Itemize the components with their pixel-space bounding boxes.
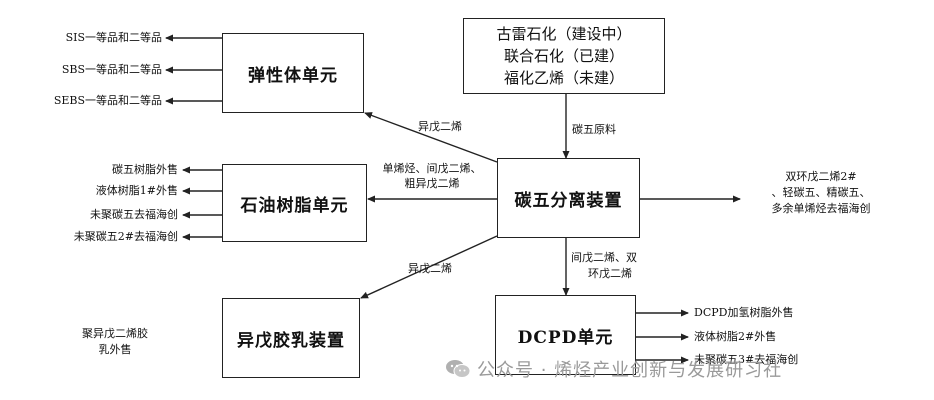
dcpd-output-1: DCPD加氢树脂外售 <box>694 306 794 319</box>
source-line-3: 福化乙烯（未建） <box>503 69 624 87</box>
elastomer-output-sis: SIS一等品和二等品 <box>65 31 162 44</box>
source-line-1: 古雷石化（建设中） <box>496 25 632 43</box>
watermark: 公众号 · 烯烃产业创新与发展研习社 <box>445 356 782 382</box>
c5-separation-title: 碳五分离装置 <box>514 190 623 211</box>
resin-output-3: 未聚碳五去福海创 <box>90 208 178 221</box>
dcpd-output-2: 液体树脂2#外售 <box>694 330 777 343</box>
watermark-text: 公众号 · 烯烃产业创新与发展研习社 <box>477 360 783 381</box>
elastomer-unit-box: 弹性体单元 <box>222 33 364 113</box>
feedstock-source-box: 古雷石化（建设中） 联合石化（已建） 福化乙烯（未建） <box>463 18 665 94</box>
resin-output-2: 液体树脂1#外售 <box>95 184 178 197</box>
wechat-icon <box>445 359 471 379</box>
elastomer-output-sbs: SBS一等品和二等品 <box>61 63 162 76</box>
resin-output-1: 碳五树脂外售 <box>112 163 178 176</box>
flow-label-c5-to-dcpd-1: 间戊二烯、双 <box>571 251 637 264</box>
dcpd-unit-box: DCPD单元 <box>495 295 636 375</box>
latex-output-1: 聚异戊二烯胶 <box>82 327 148 340</box>
flow-label-external-1: 双环戊二烯2# <box>785 170 857 183</box>
dcpd-output-3: 未聚碳五3#去福海创 <box>694 353 799 366</box>
elastomer-unit-title: 弹性体单元 <box>248 65 338 86</box>
flow-label-external-3: 多余单烯烃去福海创 <box>771 202 871 215</box>
isoprene-latex-unit-box: 异戊胶乳装置 <box>222 298 360 378</box>
elastomer-output-sebs: SEBS一等品和二等品 <box>53 94 162 107</box>
flow-label-c5-to-resin-2: 粗异戊二烯 <box>404 177 460 190</box>
arrow-c5-to-elastomer <box>364 112 498 163</box>
c5-separation-box: 碳五分离装置 <box>497 158 640 238</box>
flow-label-c5-to-resin-1: 单烯烃、间戊二烯、 <box>382 162 482 175</box>
petroleum-resin-unit-box: 石油树脂单元 <box>222 164 367 242</box>
flow-label-c5-to-latex: 异戊二烯 <box>408 262 452 275</box>
flow-label-c5-to-dcpd-2: 环戊二烯 <box>588 267 632 280</box>
flow-label-c5-feed: 碳五原料 <box>572 123 616 136</box>
petroleum-resin-unit-title: 石油树脂单元 <box>240 195 349 216</box>
flow-label-c5-to-elastomer: 异戊二烯 <box>418 120 462 133</box>
source-line-2: 联合石化（已建） <box>503 47 624 65</box>
latex-output-2: 乳外售 <box>98 343 132 356</box>
flow-label-external-2: 、轻碳五、精碳五、 <box>771 186 871 199</box>
resin-output-4: 未聚碳五2#去福海创 <box>73 230 178 243</box>
isoprene-latex-unit-title: 异戊胶乳装置 <box>237 330 345 351</box>
arrow-c5-to-latex <box>360 235 498 299</box>
dcpd-unit-title: DCPD单元 <box>517 327 614 348</box>
